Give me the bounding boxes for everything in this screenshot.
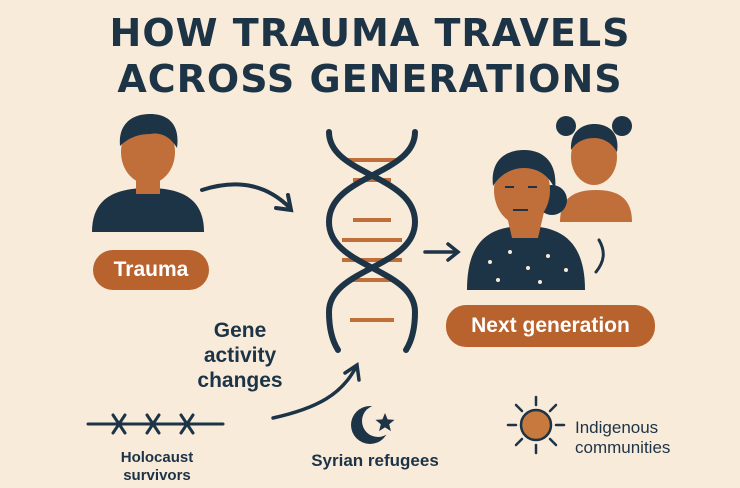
gene-line-2: activity <box>203 344 277 367</box>
holocaust-survivors-label: Holocaust survivors <box>92 449 222 485</box>
trauma-label: Trauma <box>93 250 209 290</box>
next-generation-label: Next generation <box>446 305 655 347</box>
barbed-wire-icon <box>86 413 225 435</box>
syrian-refugees-label: Syrian refugees <box>311 451 439 470</box>
sun-icon <box>506 395 566 455</box>
indigenous-line-1: Indigenous <box>575 418 659 437</box>
arrow-icon <box>423 242 461 262</box>
arrow-icon <box>200 182 294 213</box>
holocaust-line-2: survivors <box>123 467 191 484</box>
indigenous-communities-label: Indigenous communities <box>575 418 725 458</box>
page-title: HOW TRAUMA TRAVELS ACROSS GENERATIONS <box>0 10 740 102</box>
gene-line-3: changes <box>197 369 283 392</box>
title-line-1: HOW TRAUMA TRAVELS <box>109 11 631 55</box>
arrow-icon <box>271 361 361 420</box>
person-icon <box>92 114 204 232</box>
crescent-star-icon <box>351 405 395 444</box>
holocaust-line-1: Holocaust <box>120 449 194 466</box>
mother-child-icon <box>467 116 632 290</box>
dna-helix-icon <box>325 129 419 353</box>
gene-line-1: Gene <box>213 319 267 342</box>
gene-activity-label: Gene activity changes <box>170 318 310 393</box>
indigenous-line-2: communities <box>575 438 671 457</box>
title-line-2: ACROSS GENERATIONS <box>117 57 623 101</box>
